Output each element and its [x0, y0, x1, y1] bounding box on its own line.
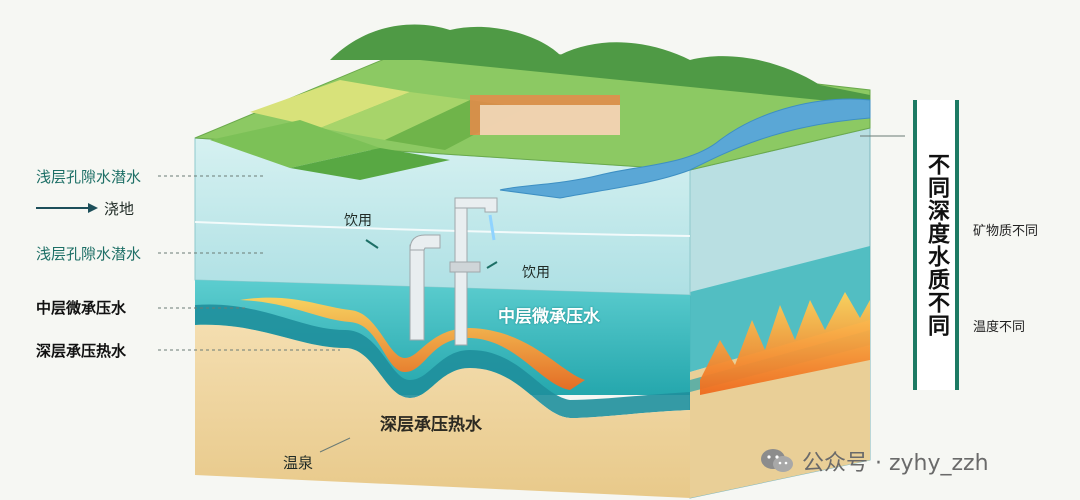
label-irrigate: 浇地 [104, 200, 135, 218]
label-shallow-top: 浅层孔隙水潜水 [36, 168, 142, 186]
label-mid-confined: 中层微承压水 [36, 299, 127, 317]
depth-quality-banner: 不同深度水质不同 [913, 100, 959, 390]
sand-layer [195, 324, 690, 498]
well-pipes [409, 197, 498, 346]
geothermal-heat [240, 297, 585, 390]
banner-text: 不同深度水质不同 [924, 153, 949, 337]
label-deep-thermal-inner: 深层承压热水 [380, 415, 482, 435]
river [499, 98, 871, 199]
label-drink-2: 饮用 [522, 265, 550, 281]
watermark-text: 公众号 · zyhy_zzh [802, 451, 989, 476]
watermark: 公众号 · zyhy_zzh [760, 446, 989, 476]
leader-line [319, 437, 351, 453]
note-minerals: 矿物质不同 [973, 224, 1039, 239]
hills [330, 24, 870, 106]
label-hot-spring: 温泉 [283, 454, 314, 472]
note-temperature: 温度不同 [973, 320, 1026, 335]
label-drink-1: 饮用 [344, 213, 372, 229]
wechat-icon [761, 449, 793, 472]
label-deep-thermal: 深层承压热水 [36, 342, 127, 360]
label-shallow-mid: 浅层孔隙水潜水 [36, 245, 142, 263]
label-mid-confined-inner: 中层微承压水 [498, 307, 600, 327]
